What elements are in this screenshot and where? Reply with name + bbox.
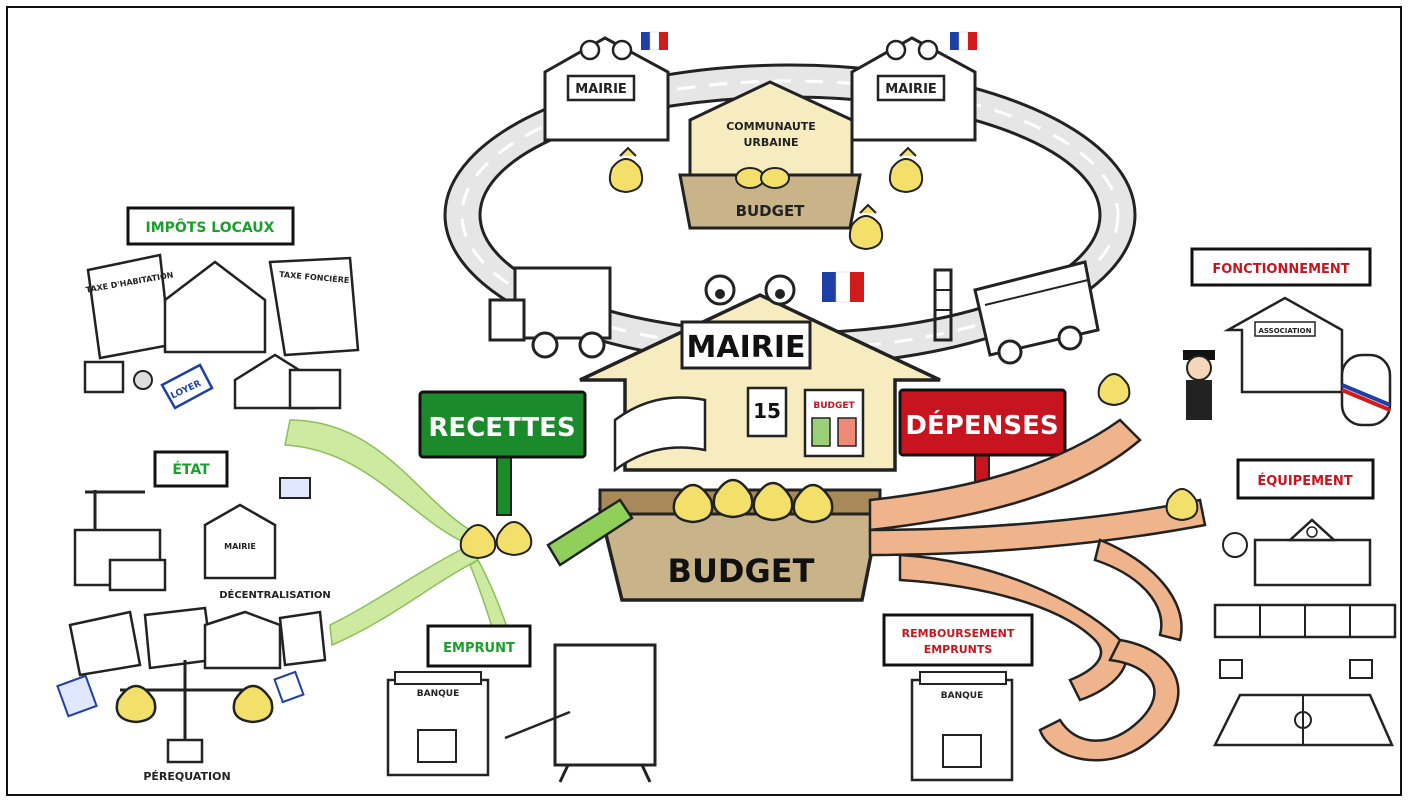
decentralisation-label: DÉCENTRALISATION [219, 588, 331, 601]
image-frame [6, 6, 1402, 796]
ramp-icon [546, 498, 634, 567]
council-chamber [613, 396, 707, 473]
bank-left: BANQUE [386, 671, 490, 777]
police-officer-icon [1183, 350, 1215, 420]
mairie-etat-label: MAIRIE [224, 542, 256, 551]
association-label: ASSOCIATION [1259, 327, 1312, 335]
basketball-court-icon [1212, 659, 1394, 747]
perequation-label: PÉREQUATION [143, 770, 230, 783]
recettes-sign: RECETTES [418, 390, 587, 516]
money-bag-icon [848, 203, 884, 251]
money-bag-icon [1097, 373, 1131, 407]
money-bag-icon [608, 146, 644, 194]
train-icon [1213, 603, 1397, 639]
etat-panel: ÉTAT MAIRIE DÉCENTRALISATION [73, 450, 331, 601]
mairie-top-right-label: MAIRIE [885, 82, 937, 97]
emprunt-panel: EMPRUNT BANQUE [386, 624, 657, 783]
equipement-panel: ÉQUIPEMENT [1212, 458, 1397, 747]
money-bag-icon [672, 478, 834, 524]
bank-right: BANQUE [910, 671, 1014, 782]
mayor-icon [1340, 353, 1392, 427]
mairie-house-top-left: MAIRIE [543, 31, 670, 142]
flipchart-icon [504, 643, 657, 783]
budget-box-center: BUDGET [546, 478, 883, 602]
calendar-icon: 15 [746, 386, 788, 438]
loyer-tag: LOYER [160, 363, 214, 410]
communaute-urbaine-label-2: URBAINE [743, 136, 798, 149]
equipement-label: ÉQUIPEMENT [1257, 473, 1352, 489]
bus-icon [973, 260, 1100, 365]
school-icon [1222, 518, 1372, 587]
recettes-label: RECETTES [428, 413, 575, 443]
remboursement-panel: REMBOURSEMENT EMPRUNTS BANQUE [882, 613, 1034, 782]
remboursement-label-1: REMBOURSEMENT [902, 627, 1015, 640]
money-bag-icon [459, 521, 533, 560]
budget-center-label: BUDGET [668, 552, 815, 590]
emprunt-label: EMPRUNT [443, 641, 515, 656]
depenses-label: DÉPENSES [905, 409, 1058, 441]
impots-locaux-label: IMPÔTS LOCAUX [146, 218, 275, 236]
impots-locaux-panel: IMPÔTS LOCAUX TAXE D'HABITATION TAXE FON… [83, 206, 360, 410]
mairie-center-house: MAIRIE 15 BUDGET [579, 271, 941, 473]
perequation-panel: PÉREQUATION [56, 606, 327, 783]
fonctionnement-panel: FONCTIONNEMENT ASSOCIATION [1183, 247, 1392, 427]
french-flag-icon [822, 271, 864, 303]
french-flag-icon [641, 31, 668, 51]
ladder-icon [933, 268, 953, 342]
remboursement-label-2: EMPRUNTS [924, 643, 993, 656]
fonctionnement-label: FONCTIONNEMENT [1212, 262, 1349, 277]
money-bag-icon [232, 684, 274, 724]
money-bag-icon [888, 146, 924, 194]
money-bag-icon [1165, 488, 1199, 522]
garbage-truck-icon [488, 266, 612, 359]
budget-top-label: BUDGET [736, 202, 806, 220]
money-bag-icon [115, 684, 157, 724]
mairie-house-top-right: MAIRIE [850, 31, 977, 142]
french-flag-icon [950, 31, 977, 51]
mairie-center-label: MAIRIE [687, 330, 806, 365]
budget-board: BUDGET [803, 388, 865, 458]
calendar-day: 15 [753, 399, 781, 423]
etat-label: ÉTAT [172, 461, 210, 478]
banque-right-label: BANQUE [941, 691, 983, 701]
banque-left-label: BANQUE [417, 689, 459, 699]
depenses-pipes [868, 418, 1207, 762]
depenses-sign: DÉPENSES [898, 388, 1067, 511]
mairie-top-left-label: MAIRIE [575, 82, 627, 97]
budget-board-label: BUDGET [813, 401, 855, 411]
communaute-urbaine-label-1: COMMUNAUTE [726, 120, 816, 133]
